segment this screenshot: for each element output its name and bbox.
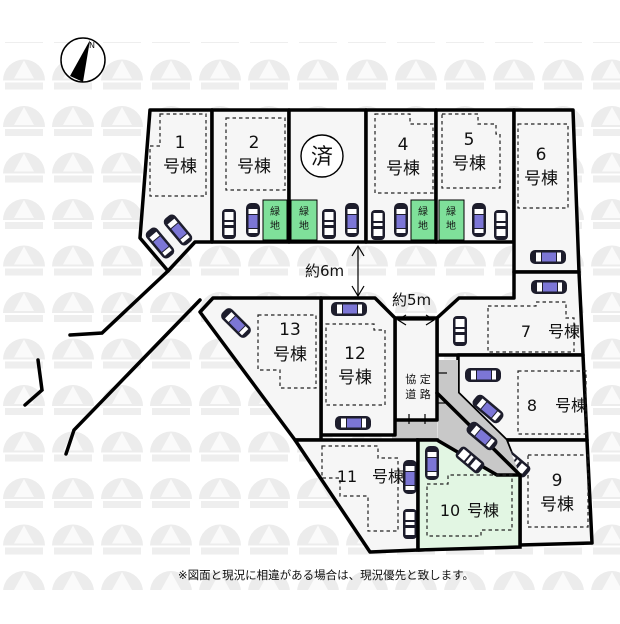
road-boundary-line bbox=[68, 269, 170, 337]
sold-badge bbox=[300, 134, 344, 178]
svg-text:号棟: 号棟 bbox=[540, 495, 574, 515]
lot-8[interactable]: 8 号棟 bbox=[456, 353, 589, 442]
road-width-side: 約5m bbox=[392, 291, 436, 326]
svg-text:号棟: 号棟 bbox=[524, 169, 558, 189]
svg-text:号棟: 号棟 bbox=[273, 345, 307, 365]
svg-text:号棟: 号棟 bbox=[372, 467, 404, 486]
svg-text:協 定: 協 定 bbox=[405, 372, 431, 386]
north-arrow-icon: N bbox=[60, 37, 106, 83]
footnote: ※図面と現況に相違がある場合は、現況優先と致します。 bbox=[178, 568, 474, 582]
svg-text:緑: 緑 bbox=[446, 205, 456, 218]
svg-text:道 路: 道 路 bbox=[405, 387, 431, 401]
lot-5[interactable]: 5 号棟 緑 地 bbox=[434, 108, 516, 244]
svg-text:号棟: 号棟 bbox=[555, 396, 587, 415]
svg-text:6: 6 bbox=[536, 145, 547, 165]
lot-9[interactable]: 9 号棟 bbox=[500, 438, 594, 547]
svg-text:号棟: 号棟 bbox=[386, 159, 420, 179]
lot-13[interactable]: 13 号棟 bbox=[198, 296, 323, 442]
svg-text:地: 地 bbox=[270, 219, 280, 232]
lot-2[interactable]: 2 号棟 緑 地 bbox=[210, 108, 291, 244]
lot-12[interactable]: 12 号棟 bbox=[319, 296, 397, 437]
svg-text:号棟: 号棟 bbox=[548, 322, 580, 341]
green-space bbox=[262, 199, 288, 241]
road-width-main: 約6m bbox=[305, 244, 365, 298]
road-boundary-line bbox=[64, 298, 202, 456]
svg-text:4: 4 bbox=[398, 135, 409, 155]
svg-text:9: 9 bbox=[552, 471, 563, 491]
svg-text:12: 12 bbox=[344, 344, 366, 364]
svg-text:号棟: 号棟 bbox=[452, 154, 486, 174]
svg-text:N: N bbox=[89, 41, 95, 50]
lot-6[interactable]: 6 号棟 bbox=[512, 108, 581, 274]
svg-text:済: 済 bbox=[311, 145, 333, 170]
svg-text:1: 1 bbox=[175, 133, 186, 153]
svg-text:緑: 緑 bbox=[270, 205, 280, 218]
svg-text:7: 7 bbox=[521, 322, 531, 341]
svg-text:地: 地 bbox=[446, 219, 456, 232]
svg-text:8: 8 bbox=[527, 396, 537, 415]
lot-4[interactable]: 4 号棟 緑 地 bbox=[364, 108, 438, 244]
green-space bbox=[290, 199, 318, 241]
svg-text:号棟: 号棟 bbox=[163, 157, 197, 177]
svg-text:10: 10 bbox=[440, 501, 460, 520]
svg-text:号棟: 号棟 bbox=[338, 368, 372, 388]
lot-10-highlighted[interactable]: 10 号棟 bbox=[416, 438, 522, 552]
svg-text:約6m: 約6m bbox=[305, 262, 344, 280]
svg-text:号棟: 号棟 bbox=[237, 157, 271, 177]
lot-3-sold[interactable]: 済 緑 地 bbox=[287, 108, 368, 244]
green-space bbox=[410, 199, 436, 241]
svg-text:13: 13 bbox=[279, 320, 301, 340]
svg-text:地: 地 bbox=[299, 219, 309, 232]
svg-text:約5m: 約5m bbox=[392, 291, 431, 309]
svg-text:2: 2 bbox=[249, 133, 260, 153]
svg-text:5: 5 bbox=[464, 130, 475, 150]
svg-text:地: 地 bbox=[418, 219, 428, 232]
svg-text:緑: 緑 bbox=[299, 205, 309, 218]
road-boundary-line bbox=[23, 358, 44, 407]
svg-text:11: 11 bbox=[337, 467, 357, 486]
green-space bbox=[438, 199, 465, 241]
svg-text:緑: 緑 bbox=[418, 205, 428, 218]
svg-text:号棟: 号棟 bbox=[467, 501, 499, 520]
